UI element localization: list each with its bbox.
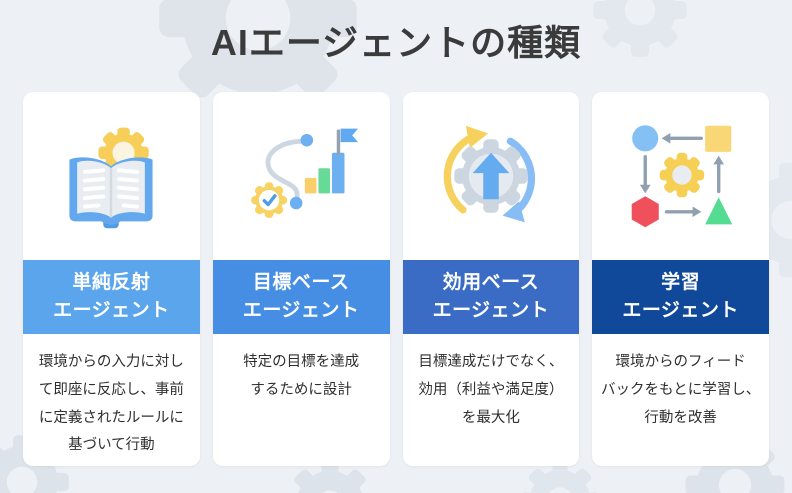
- card-description: 環境からのフィード バックをもとに学習し、 行動を改善: [601, 354, 761, 426]
- card-description: 特定の目標を達成 するために設計: [243, 354, 360, 398]
- card-simple-reflex-agent: 単純反射 エージェント 環境からの入力に対し て即座に反応し、事前 に定義された…: [23, 92, 200, 466]
- page-title: AIエージェントの種類: [210, 22, 582, 63]
- card-icon-area: [23, 92, 200, 260]
- card-icon-area: [592, 92, 769, 260]
- card-goal-based-agent: 目標ベース エージェント 特定の目標を達成 するために設計: [212, 92, 390, 466]
- card-learning-agent: 学習 エージェント 環境からのフィード バックをもとに学習し、 行動を改善: [592, 92, 769, 466]
- card-description: 目標達成だけでなく、 効用（利益や満足度） を最大化: [418, 354, 564, 426]
- book-gear-icon: [69, 127, 153, 229]
- card-description: 環境からの入力に対し て即座に反応し、事前 に定義されたルールに 基づいて行動: [38, 354, 184, 454]
- card-header: 単純反射 エージェント: [23, 260, 200, 334]
- card-header: 学習 エージェント: [592, 260, 769, 334]
- card-icon-area: [403, 92, 580, 260]
- card-header: 効用ベース エージェント: [402, 260, 580, 334]
- agent-cards: 単純反射 エージェント 環境からの入力に対し て即座に反応し、事前 に定義された…: [23, 92, 769, 466]
- card-utility-based-agent: 効用ベース エージェント 目標達成だけでなく、 効用（利益や満足度） を最大化: [402, 92, 580, 466]
- goal-path-icon: [251, 128, 359, 219]
- utility-cycle-icon: [443, 125, 535, 223]
- card-icon-area: [213, 92, 390, 260]
- card-header: 目標ベース エージェント: [212, 260, 390, 334]
- learning-cycle-icon: [631, 125, 732, 228]
